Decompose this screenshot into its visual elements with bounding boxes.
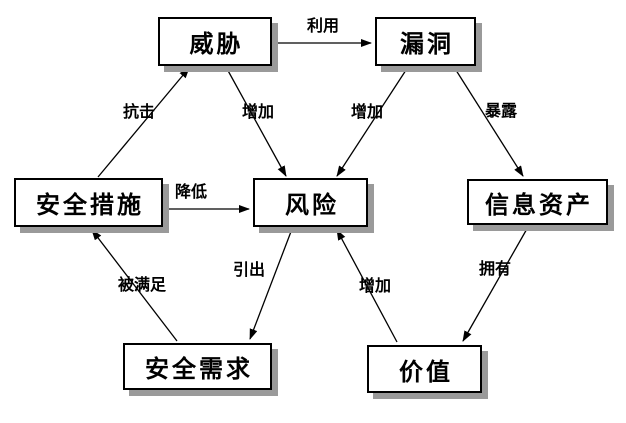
node-risk: 风险 <box>253 178 368 227</box>
arrow-value-to-risk <box>336 229 398 343</box>
arrow-risk-to-security-requirements <box>249 228 293 340</box>
edge-label-increase-threat-risk: 增加 <box>241 102 275 121</box>
edge-label-increase-value-risk: 增加 <box>358 276 392 295</box>
edge-label-lead-to: 引出 <box>232 260 266 279</box>
node-information-assets: 信息资产 <box>467 179 608 225</box>
node-threat: 威胁 <box>158 17 272 66</box>
arrow-security-measures-to-threat <box>97 67 190 178</box>
edge-label-reduce: 降低 <box>174 182 208 201</box>
arrow-security-requirements-to-security-measures <box>91 229 178 342</box>
node-vulnerability: 漏洞 <box>375 17 476 66</box>
edge-label-resist: 抗击 <box>122 102 156 121</box>
arrow-vulnerability-to-risk <box>336 66 409 177</box>
edge-label-exploit: 利用 <box>306 16 340 35</box>
node-value: 价值 <box>367 345 482 393</box>
arrow-information-assets-to-value <box>462 226 529 342</box>
arrow-vulnerability-to-information-assets <box>453 66 524 177</box>
edge-label-own: 拥有 <box>478 259 512 278</box>
node-security-measures: 安全措施 <box>14 178 163 227</box>
edge-label-expose: 暴露 <box>484 101 518 120</box>
node-security-requirements: 安全需求 <box>123 343 272 390</box>
arrow-threat-to-risk <box>225 66 287 177</box>
edge-label-increase-vulnerability-risk: 增加 <box>350 102 384 121</box>
edge-label-be-satisfied: 被满足 <box>117 275 167 294</box>
